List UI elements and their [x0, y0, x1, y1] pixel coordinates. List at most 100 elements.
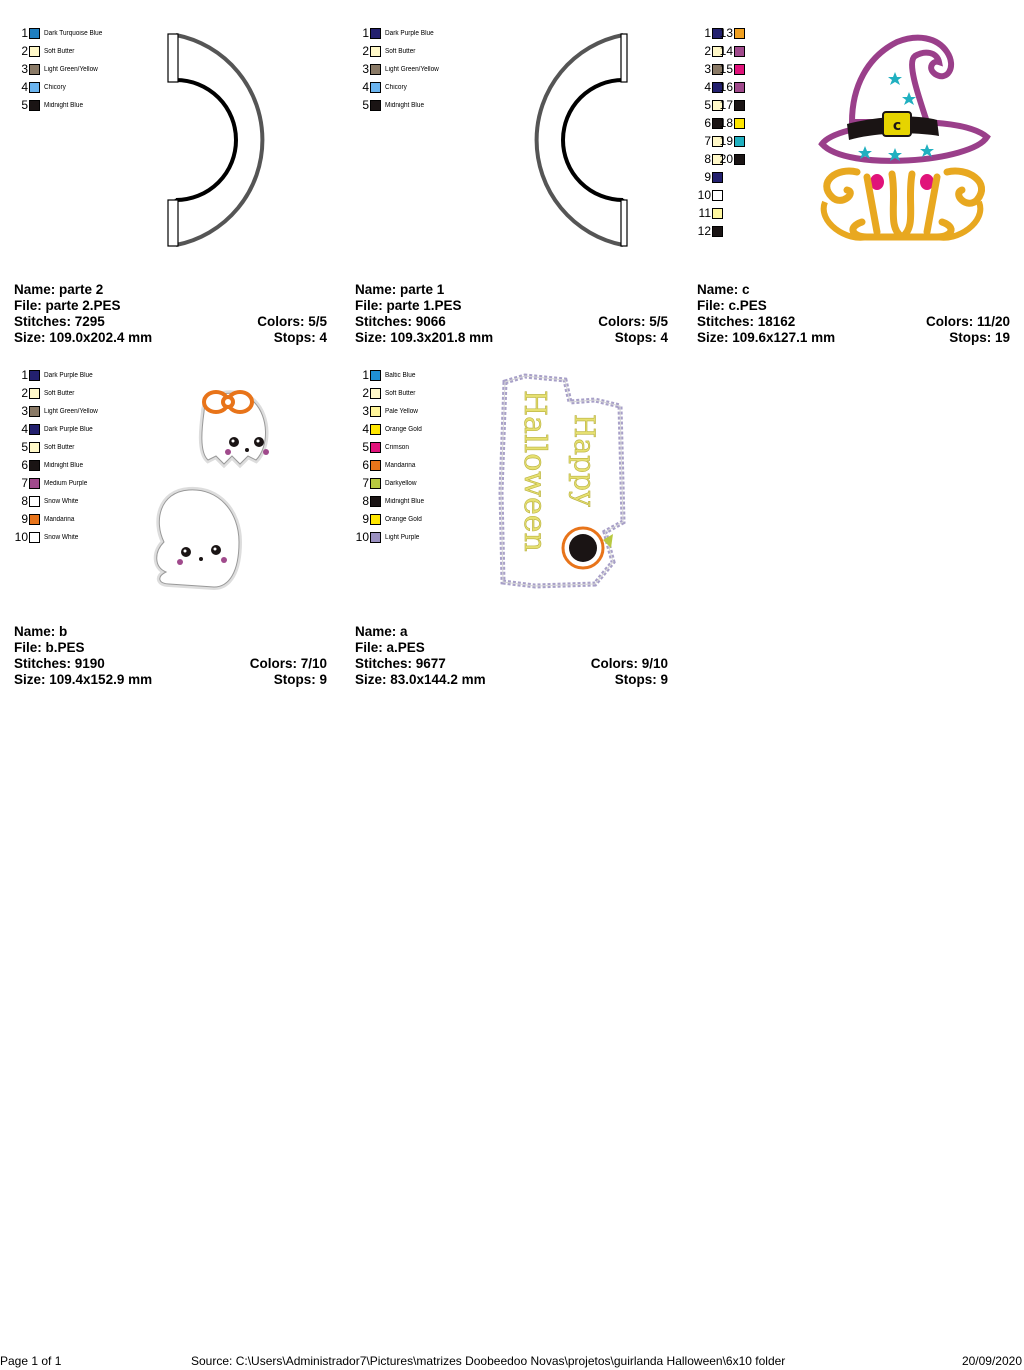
color-number: 8: [21, 494, 28, 508]
color-number: 2: [362, 386, 369, 400]
page-number: Page 1 of 1: [0, 1354, 62, 1368]
color-name: Chicory: [44, 83, 66, 91]
color-number: 4: [362, 80, 369, 94]
design-size: Size: 109.3x201.8 mm: [355, 330, 494, 345]
design-file: File: parte 1.PES: [355, 298, 462, 313]
color-swatch: [29, 441, 40, 453]
color-name: Baltic Blue: [385, 371, 416, 379]
design-size: Size: 83.0x144.2 mm: [355, 672, 486, 687]
sign-text-halloween: Halloween: [517, 390, 552, 552]
color-swatch-row: 13: [719, 26, 745, 40]
color-number: 2: [362, 44, 369, 58]
color-swatch: [370, 369, 381, 381]
color-swatch: [29, 81, 40, 93]
color-swatch-row: 8 Snow White: [14, 494, 81, 508]
color-swatch: [734, 135, 745, 147]
color-swatch-row: 9: [697, 170, 723, 184]
color-name: Light Green/Yellow: [44, 407, 98, 415]
color-swatch: [712, 63, 723, 75]
color-name: Midnight Blue: [385, 497, 425, 505]
color-swatch-row: 17: [719, 98, 745, 112]
color-swatch-row: 16: [719, 80, 745, 94]
color-name: Dark Purple Blue: [44, 425, 93, 433]
design-info: Name: parte 2 File: parte 2.PES Stitches…: [14, 282, 327, 346]
design-name: Name: a: [355, 624, 408, 639]
color-number: 4: [21, 80, 28, 94]
color-number: 3: [21, 404, 28, 418]
design-stitches: Stitches: 9066: [355, 314, 446, 329]
color-swatch-row: 20: [719, 152, 745, 166]
color-name: Crimson: [385, 443, 409, 451]
color-swatch-row: 3 Light Green/Yellow: [355, 62, 444, 76]
color-number: 5: [362, 98, 369, 112]
color-number: 14: [719, 44, 733, 58]
color-number: 17: [719, 98, 733, 112]
color-number: 12: [697, 224, 711, 238]
design-colors-count: Colors: 11/20: [925, 314, 1010, 329]
color-number: 7: [704, 134, 711, 148]
color-swatch: [29, 369, 40, 381]
color-swatch: [370, 513, 381, 525]
color-swatch: [29, 45, 40, 57]
color-number: 7: [362, 476, 369, 490]
color-number: 9: [704, 170, 711, 184]
color-name: Chicory: [385, 83, 407, 91]
color-swatch: [712, 225, 723, 237]
design-stops: Stops: 9: [273, 672, 327, 687]
color-name: Light Green/Yellow: [385, 65, 439, 73]
color-name: Dark Purple Blue: [44, 371, 93, 379]
color-swatch: [370, 405, 381, 417]
color-number: 3: [704, 62, 711, 76]
color-swatch-row: 11: [697, 206, 723, 220]
design-name: Name: parte 2: [14, 282, 104, 297]
color-number: 5: [21, 440, 28, 454]
color-swatch: [29, 513, 40, 525]
color-name: Soft Butter: [385, 389, 416, 397]
color-swatch: [734, 153, 745, 165]
color-number: 20: [719, 152, 733, 166]
color-number: 5: [21, 98, 28, 112]
color-name: Light Purple: [385, 533, 420, 541]
color-name: Dark Purple Blue: [385, 29, 434, 37]
color-swatch-row: 6: [697, 116, 723, 130]
color-name: Snow White: [44, 497, 79, 505]
color-swatch-row: 5: [697, 98, 723, 112]
design-stitches: Stitches: 18162: [697, 314, 796, 329]
color-name: Medium Purple: [44, 479, 88, 487]
color-swatch: [734, 81, 745, 93]
design-stops: Stops: 4: [273, 330, 327, 345]
color-number: 15: [719, 62, 733, 76]
color-swatch: [734, 117, 745, 129]
color-number: 3: [362, 62, 369, 76]
color-swatch-row: 12: [697, 224, 723, 238]
design-file: File: parte 2.PES: [14, 298, 121, 313]
color-number: 6: [362, 458, 369, 472]
color-name: Pale Yellow: [385, 407, 418, 415]
color-number: 2: [21, 44, 28, 58]
color-swatch: [29, 459, 40, 471]
color-swatch-row: 2 Soft Butter: [355, 386, 418, 400]
color-name: Midnight Blue: [44, 101, 84, 109]
color-number: 8: [362, 494, 369, 508]
color-swatch: [712, 189, 723, 201]
design-size: Size: 109.0x202.4 mm: [14, 330, 153, 345]
color-number: 4: [21, 422, 28, 436]
color-swatch: [370, 99, 381, 111]
color-swatch: [712, 207, 723, 219]
color-swatch: [370, 477, 381, 489]
color-swatch-row: 5 Midnight Blue: [14, 98, 86, 112]
design-stitches: Stitches: 9677: [355, 656, 446, 671]
